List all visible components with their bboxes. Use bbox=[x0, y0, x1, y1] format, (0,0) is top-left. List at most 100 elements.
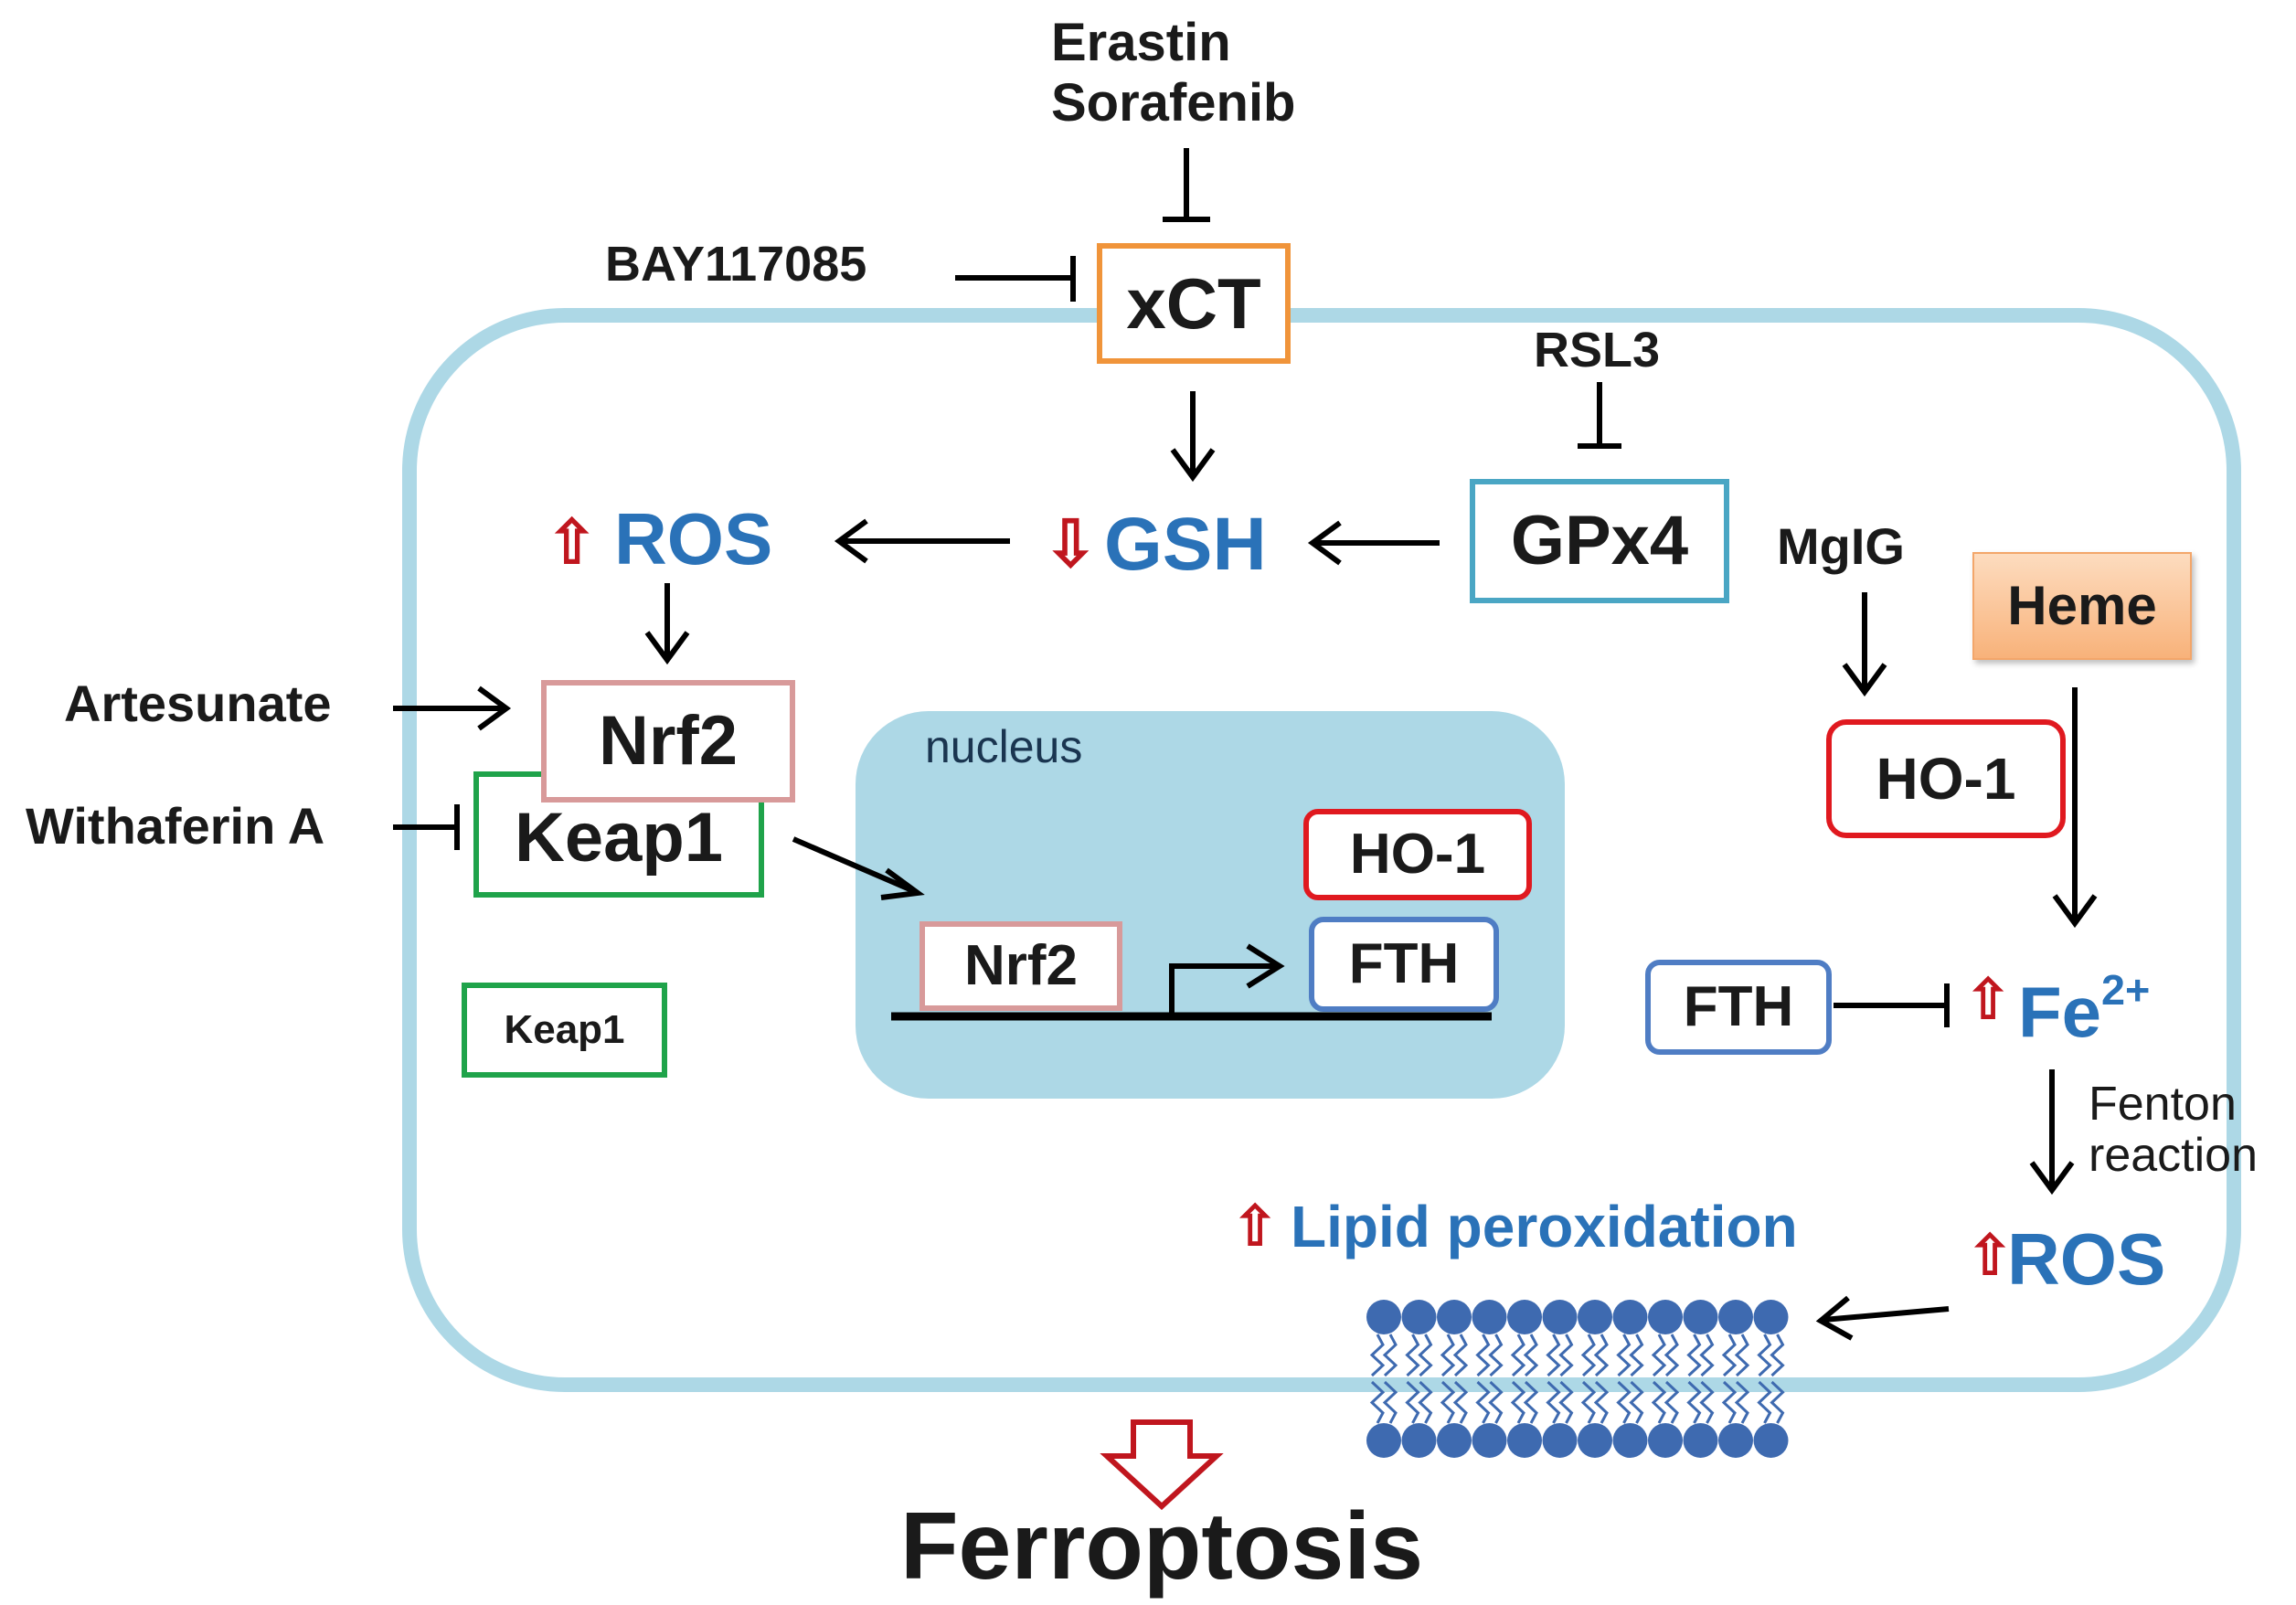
lipid-tail-bottom bbox=[1523, 1380, 1539, 1424]
cell-membrane bbox=[402, 308, 2241, 1392]
ros-bottom-up-arrow-icon: ⇧ bbox=[1967, 1225, 2014, 1286]
lipid-tail-bottom bbox=[1770, 1380, 1785, 1424]
lipid-tail-top bbox=[1721, 1334, 1738, 1377]
ros-to-lipid-arrow bbox=[1823, 1306, 1950, 1323]
lipid-tail-top bbox=[1558, 1334, 1574, 1377]
lipid-head-bottom bbox=[1753, 1423, 1789, 1458]
lipid-peroxidation-label: Lipid peroxidation bbox=[1291, 1194, 1798, 1260]
lipid-tail-top bbox=[1418, 1334, 1433, 1377]
lipid-tail-bottom bbox=[1558, 1380, 1574, 1424]
lipid-head-bottom bbox=[1578, 1423, 1612, 1458]
lipid-tail-top bbox=[1452, 1334, 1469, 1377]
lipid-tail-bottom bbox=[1721, 1380, 1738, 1424]
lipid-tail-top bbox=[1546, 1334, 1561, 1377]
lipid-head-top bbox=[1507, 1300, 1542, 1334]
lipid-tail-bottom bbox=[1546, 1380, 1561, 1424]
lipid-head-top bbox=[1753, 1300, 1789, 1334]
ferroptosis-outcome-arrow bbox=[1100, 1419, 1224, 1511]
lipid-head-top bbox=[1578, 1300, 1612, 1334]
lipid-tail-top bbox=[1440, 1334, 1456, 1377]
drug-sorafenib: Sorafenib bbox=[1051, 73, 1296, 133]
lipid-head-bottom bbox=[1437, 1423, 1472, 1458]
nucleus-nrf2-box: Nrf2 bbox=[919, 921, 1122, 1011]
lipid-tail-top bbox=[1593, 1334, 1610, 1377]
lipid-tail-top bbox=[1770, 1334, 1785, 1377]
drug-mgig: MgIG bbox=[1777, 517, 1905, 575]
lipid-head-top bbox=[1437, 1300, 1472, 1334]
lipid-tail-top bbox=[1523, 1334, 1539, 1377]
drug-erastin: Erastin bbox=[1051, 13, 1231, 72]
lipid-tail-top bbox=[1651, 1334, 1667, 1377]
lipid-head-bottom bbox=[1542, 1423, 1578, 1458]
lipid-tail-top bbox=[1488, 1334, 1504, 1377]
keap1-free-box: Keap1 bbox=[462, 983, 667, 1078]
lipid-tail-bottom bbox=[1686, 1380, 1702, 1424]
lipid-tail-bottom bbox=[1452, 1380, 1469, 1424]
ros-top-label: ROS bbox=[614, 498, 773, 579]
lipid-head-top bbox=[1401, 1300, 1437, 1334]
lipid-head-bottom bbox=[1507, 1423, 1542, 1458]
lipid-tail-top bbox=[1734, 1334, 1750, 1377]
lipid-tail-bottom bbox=[1593, 1380, 1610, 1424]
lipid-tail-bottom bbox=[1734, 1380, 1750, 1424]
lipid-head-top bbox=[1366, 1300, 1401, 1334]
fenton-label-line2: reaction bbox=[2089, 1129, 2258, 1182]
lipid-tail-top bbox=[1757, 1334, 1772, 1377]
gsh-down-arrow-icon: ⇩ bbox=[1044, 508, 1098, 579]
nucleus-ho1-box: HO-1 bbox=[1303, 809, 1532, 900]
lipid-tail-top bbox=[1580, 1334, 1597, 1377]
lipid-tail-bottom bbox=[1475, 1380, 1491, 1424]
fe-up-arrow-icon: ⇧ bbox=[1965, 969, 2012, 1030]
fe-charge: 2+ bbox=[2101, 966, 2151, 1014]
lipid-tail-bottom bbox=[1699, 1380, 1715, 1424]
promoter-arrow bbox=[1169, 963, 1275, 1016]
lipid-head-top bbox=[1472, 1300, 1507, 1334]
lipid-head-bottom bbox=[1648, 1423, 1683, 1458]
ros-bottom-label: ROS bbox=[2007, 1218, 2166, 1300]
lipid-tail-bottom bbox=[1664, 1380, 1680, 1424]
lipid-tail-top bbox=[1369, 1334, 1386, 1377]
lipid-head-bottom bbox=[1612, 1423, 1648, 1458]
ros-up-arrow-icon: ⇧ bbox=[547, 508, 598, 576]
fth-cytoplasm-box: FTH bbox=[1645, 960, 1832, 1055]
fe-ion-label: Fe2+ bbox=[2018, 969, 2150, 1047]
lipid-tail-bottom bbox=[1757, 1380, 1772, 1424]
drug-artesunate: Artesunate bbox=[64, 675, 332, 732]
lipid-tail-top bbox=[1629, 1334, 1644, 1377]
nrf2-translocation-arrow bbox=[792, 836, 916, 894]
nucleus-fth-box: FTH bbox=[1309, 917, 1499, 1012]
lipid-bilayer bbox=[1366, 1300, 1789, 1458]
lipid-tail-bottom bbox=[1418, 1380, 1433, 1424]
lipid-head-bottom bbox=[1472, 1423, 1507, 1458]
lipid-tail-top bbox=[1664, 1334, 1680, 1377]
lipid-tail-top bbox=[1686, 1334, 1702, 1377]
lipid-head-top bbox=[1683, 1300, 1718, 1334]
lipid-tail-bottom bbox=[1510, 1380, 1526, 1424]
gpx4-box: GPx4 bbox=[1470, 479, 1729, 603]
lipid-tail-top bbox=[1475, 1334, 1491, 1377]
ho1-cytoplasm-box: HO-1 bbox=[1826, 719, 2066, 838]
lipid-tail-bottom bbox=[1382, 1380, 1398, 1424]
lipid-head-bottom bbox=[1401, 1423, 1437, 1458]
lipid-tail-top bbox=[1382, 1334, 1398, 1377]
lipid-tail-bottom bbox=[1616, 1380, 1632, 1424]
xct-box: xCT bbox=[1097, 243, 1291, 364]
lipid-tail-top bbox=[1510, 1334, 1526, 1377]
lipid-head-top bbox=[1718, 1300, 1753, 1334]
drug-withaferin-a: Withaferin A bbox=[26, 797, 325, 855]
fenton-label-line1: Fenton bbox=[2089, 1078, 2237, 1131]
lipid-tail-bottom bbox=[1488, 1380, 1504, 1424]
lipid-tail-bottom bbox=[1369, 1380, 1386, 1424]
nrf2-cytoplasm-box: Nrf2 bbox=[541, 680, 795, 802]
lipid-tail-bottom bbox=[1651, 1380, 1667, 1424]
lipid-tail-top bbox=[1616, 1334, 1632, 1377]
lipid-tail-bottom bbox=[1580, 1380, 1597, 1424]
lipid-tail-bottom bbox=[1440, 1380, 1456, 1424]
fe-symbol: Fe bbox=[2018, 972, 2102, 1053]
gsh-label: GSH bbox=[1104, 503, 1267, 586]
drug-rsl3: RSL3 bbox=[1534, 323, 1661, 377]
lipid-head-bottom bbox=[1366, 1423, 1401, 1458]
lipid-tail-bottom bbox=[1629, 1380, 1644, 1424]
ferroptosis-label: Ferroptosis bbox=[900, 1493, 1424, 1600]
